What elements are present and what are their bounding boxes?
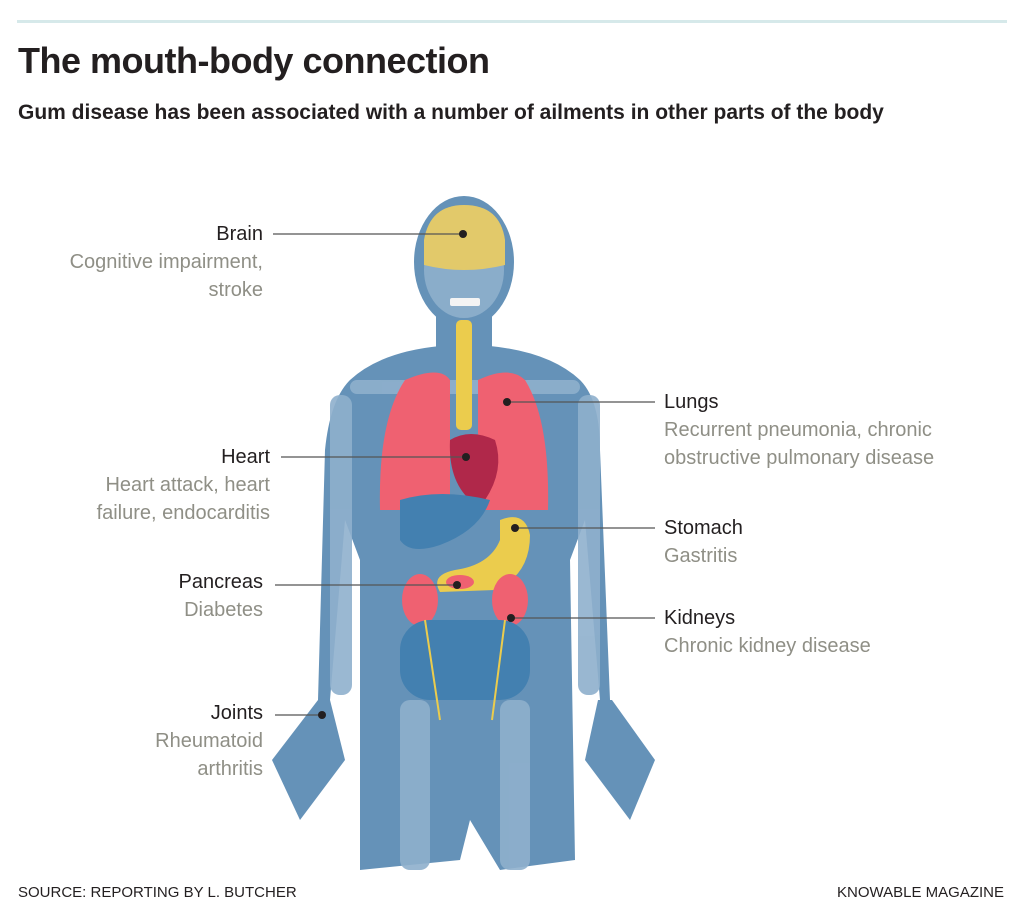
stomach-organ [437, 517, 530, 592]
pointer-dots [318, 230, 519, 719]
subtitle: Gum disease has been associated with a n… [18, 101, 884, 124]
kidney-right [492, 574, 528, 626]
heart-organ [449, 434, 499, 500]
organ-name: Pancreas [178, 571, 264, 593]
label-heart: Heart Heart attack, heart failure, endoc… [97, 443, 270, 527]
organ-name: Lungs [664, 391, 719, 413]
organ-name: Kidneys [664, 607, 736, 629]
ailment-text: Heart attack, heart [105, 474, 270, 496]
ailment-text: Cognitive impairment, [69, 251, 263, 273]
label-stomach: Stomach Gastritis [664, 514, 743, 570]
ailment-text: Chronic kidney disease [664, 635, 871, 657]
organ-name: Stomach [664, 517, 743, 539]
organ-name: Joints [210, 702, 263, 724]
label-brain: Brain Cognitive impairment, stroke [70, 220, 263, 304]
ailment-text: stroke [208, 279, 263, 301]
publisher-credit: KNOWABLE MAGAZINE [837, 884, 1004, 901]
intestines [400, 620, 530, 700]
ailment-text: Gastritis [664, 545, 738, 567]
lungs-left [379, 372, 450, 510]
ailment-text: obstructive pulmonary disease [664, 447, 935, 469]
liver-organ [400, 494, 490, 549]
ailment-text: Rheumatoid [155, 730, 263, 752]
top-rule [17, 20, 1007, 23]
ailment-text: failure, endocarditis [96, 502, 270, 524]
kidney-left [402, 574, 438, 626]
organ-name: Heart [221, 446, 270, 468]
source-credit: SOURCE: REPORTING BY L. BUTCHER [18, 884, 297, 901]
label-lungs: Lungs Recurrent pneumonia, chronic obstr… [664, 388, 934, 472]
page-title: The mouth-body connection [18, 40, 490, 81]
organ-name: Brain [216, 223, 263, 245]
label-pancreas: Pancreas Diabetes [179, 568, 264, 624]
leader-lines [273, 233, 655, 716]
ailment-text: arthritis [197, 758, 263, 780]
spine [456, 320, 472, 430]
ailment-text: Recurrent pneumonia, chronic [664, 419, 932, 441]
ailment-text: Diabetes [184, 599, 263, 621]
label-kidneys: Kidneys Chronic kidney disease [664, 604, 871, 660]
label-joints: Joints Rheumatoid arthritis [155, 699, 263, 783]
